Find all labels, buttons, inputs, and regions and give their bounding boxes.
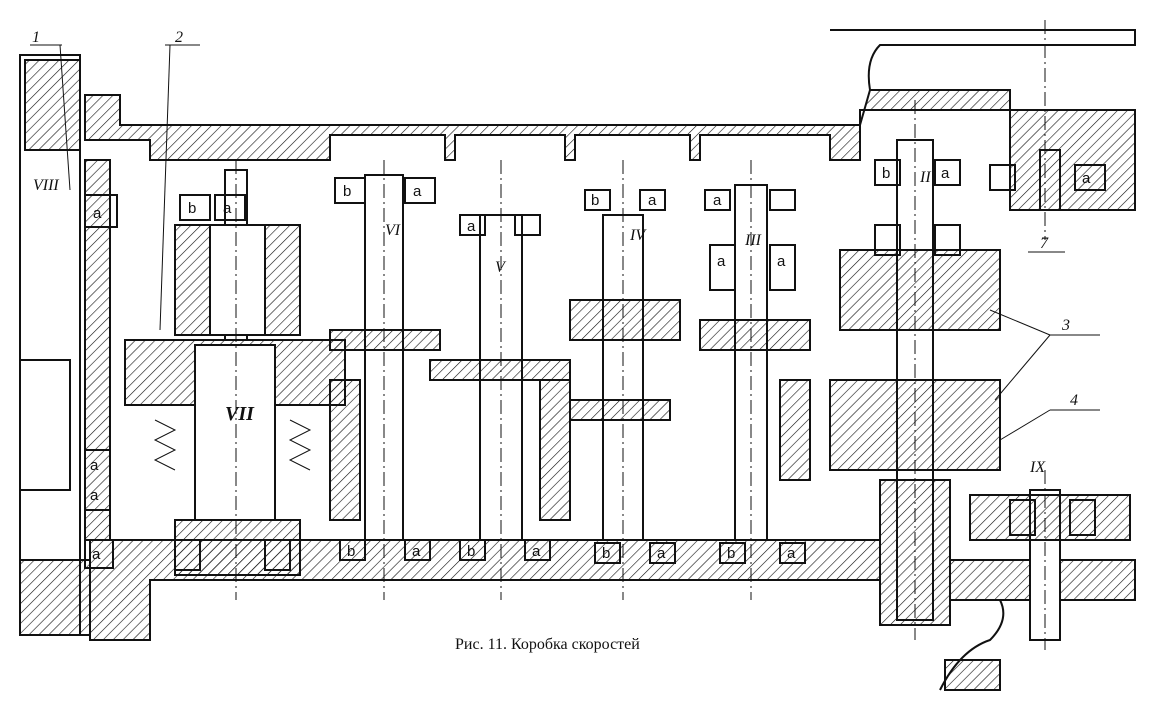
- shaft-V: [429, 160, 571, 600]
- svg-text:7: 7: [1040, 235, 1049, 252]
- shaft-VII-assembly: [124, 160, 346, 600]
- svg-text:a: a: [532, 543, 541, 560]
- svg-text:b: b: [602, 545, 610, 562]
- svg-text:V: V: [495, 259, 507, 276]
- svg-text:2: 2: [175, 29, 183, 46]
- svg-text:III: III: [744, 232, 762, 249]
- svg-text:a: a: [92, 546, 101, 563]
- svg-text:3: 3: [1061, 317, 1070, 334]
- svg-text:IV: IV: [629, 227, 647, 244]
- left-column: [19, 54, 91, 636]
- svg-text:b: b: [727, 545, 735, 562]
- svg-text:a: a: [777, 253, 786, 270]
- svg-text:4: 4: [1070, 392, 1078, 409]
- svg-text:VI: VI: [385, 222, 401, 239]
- svg-text:II: II: [919, 169, 931, 186]
- shaft-VI: [329, 160, 441, 600]
- shaft-II: [829, 100, 1001, 640]
- svg-text:a: a: [90, 457, 99, 474]
- svg-text:a: a: [787, 545, 796, 562]
- svg-text:IX: IX: [1029, 459, 1046, 476]
- svg-text:a: a: [717, 253, 726, 270]
- svg-text:a: a: [413, 183, 422, 200]
- callouts: 1 2 3 4 7: [30, 29, 1100, 441]
- figure-caption: Рис. 11. Коробка скоростей: [455, 636, 640, 653]
- svg-text:VIII: VIII: [33, 177, 59, 194]
- svg-text:a: a: [713, 192, 722, 209]
- svg-text:1: 1: [32, 29, 40, 46]
- svg-text:a: a: [657, 545, 666, 562]
- svg-text:b: b: [591, 192, 599, 209]
- svg-text:a: a: [223, 200, 232, 217]
- svg-text:b: b: [347, 543, 355, 560]
- shaft-IX: [969, 470, 1131, 650]
- bearing-marks: a b a b a a b a a a a b a a a a b a b a …: [90, 165, 1091, 563]
- shaft-labels: VIII VII VI V IV III II IX: [33, 169, 1046, 476]
- bearings: [84, 159, 1106, 571]
- svg-text:b: b: [343, 183, 351, 200]
- svg-text:a: a: [412, 543, 421, 560]
- svg-text:b: b: [188, 200, 196, 217]
- svg-text:b: b: [467, 543, 475, 560]
- svg-text:a: a: [648, 192, 657, 209]
- svg-text:a: a: [941, 165, 950, 182]
- svg-text:a: a: [90, 487, 99, 504]
- svg-text:a: a: [1082, 170, 1091, 187]
- svg-text:a: a: [93, 205, 102, 222]
- shaft-IV: [569, 160, 681, 600]
- svg-text:b: b: [882, 165, 890, 182]
- svg-text:VII: VII: [225, 403, 255, 425]
- shaft-III: [699, 160, 811, 600]
- svg-text:a: a: [467, 218, 476, 235]
